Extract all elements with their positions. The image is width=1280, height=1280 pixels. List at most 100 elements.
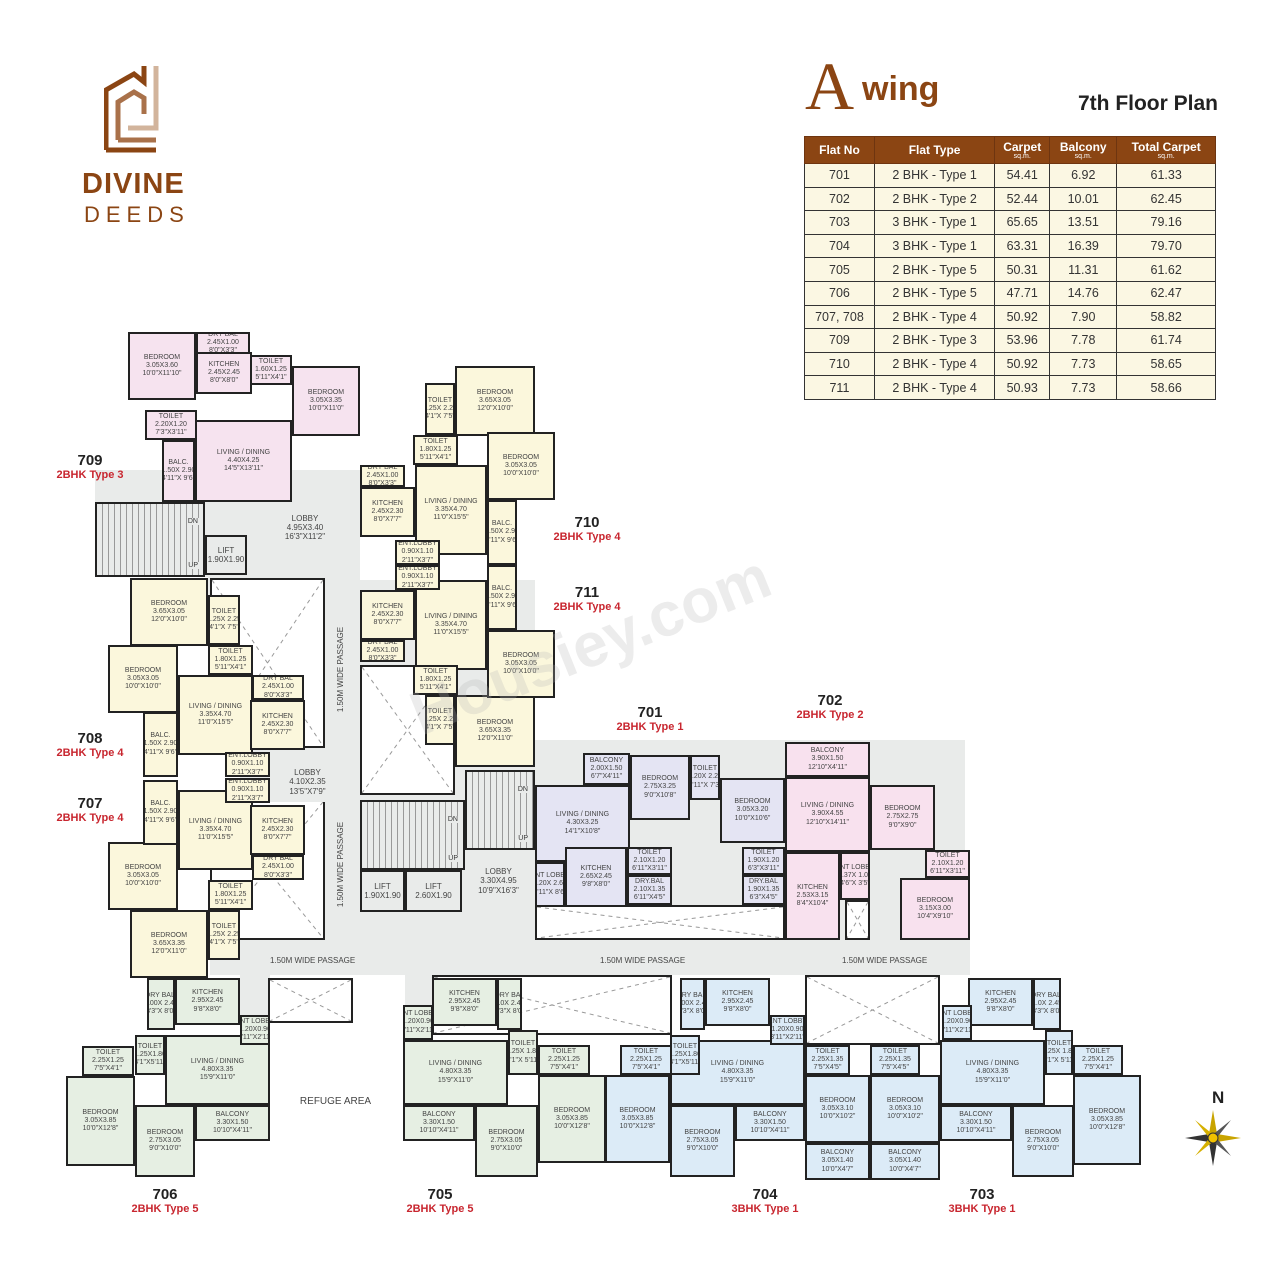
room-imperial-size: 3'3"X 8'0" — [498, 1008, 522, 1016]
passage-label: 1.50M WIDE PASSAGE — [336, 626, 346, 713]
room-name: TOILET — [1046, 1040, 1072, 1048]
room-metric-size: 2.45X2.30 — [371, 610, 404, 618]
room-imperial-size: 10'0"X12'8" — [82, 1125, 119, 1133]
room-imperial-size: 4'1"X 5'11" — [508, 1056, 538, 1064]
table-cell: 2 BHK - Type 4 — [873, 304, 996, 330]
room-imperial-size: 9'0"X10'0" — [686, 1145, 719, 1153]
room-name: BEDROOM — [488, 1128, 525, 1136]
room-name: BEDROOM — [150, 931, 188, 939]
room-name: DRY BAL — [208, 332, 238, 338]
room-name: BALC. — [491, 520, 513, 528]
room-imperial-size: 2'11"X3'7" — [401, 556, 434, 564]
room-imperial-size: 10'10"X4'11" — [956, 1127, 996, 1135]
room-imperial-size: 8'0"X7'7" — [263, 834, 292, 842]
room-imperial-size: 4'11"X 9'6" — [487, 601, 517, 609]
table-cell: 3 BHK - Type 1 — [873, 233, 996, 259]
room-name: TOILET — [427, 396, 453, 404]
table-cell: 704 — [804, 233, 875, 259]
room-name: DRY BAL — [367, 640, 398, 646]
room-imperial-size: 12'0"X11'0" — [151, 948, 187, 956]
table-cell: 2 BHK - Type 4 — [873, 351, 996, 377]
room-name: KITCHEN — [449, 989, 480, 997]
table-cell: 7.78 — [1049, 328, 1118, 353]
room-name: DRY.BAL — [749, 877, 778, 885]
room-metric-size: 1.25X 2.25 — [426, 404, 454, 412]
room-name: BALC. — [168, 458, 189, 466]
room-name: BEDROOM — [476, 718, 514, 726]
room-name: LIFT — [374, 881, 391, 891]
room-metric-size: 1.90X1.90 — [207, 555, 245, 564]
room-metric-size: 1.00X 2.45 — [681, 999, 703, 1007]
room-metric-size: 3.65X3.35 — [153, 939, 185, 947]
table-cell: 705 — [804, 257, 875, 282]
room-name: ENT LOBBY — [535, 872, 565, 880]
room-name: TOILET — [551, 1047, 577, 1055]
room-name: BEDROOM — [82, 1108, 119, 1116]
unit-number: 701 — [637, 704, 663, 721]
room-name: KITCHEN — [985, 989, 1016, 997]
room-imperial-size: 5'11"X4'1" — [214, 899, 247, 907]
room-imperial-size: 7'5"X4'1" — [1084, 1064, 1112, 1072]
table-cell: 61.33 — [1116, 163, 1216, 188]
room-metric-size: 1.50X 2.90 — [488, 593, 516, 601]
room-imperial-size: 12'0"X10'0" — [151, 616, 187, 624]
table-cell: 7.73 — [1049, 351, 1118, 377]
room-name: TOILET — [211, 607, 237, 615]
room-name: ENT LOBBY — [942, 1010, 972, 1018]
room-metric-size: 3.05X1.40 — [821, 1157, 854, 1165]
room-name: TOILET — [423, 437, 448, 445]
room-imperial-size: 4'11"X 9'6" — [162, 475, 195, 483]
room-metric-size: 1.25X1.80 — [670, 1050, 700, 1058]
stair-down-label: DN — [446, 816, 459, 823]
column-header-unit: sq.m. — [1157, 152, 1175, 160]
unit-type: 3BHK Type 1 — [731, 1203, 799, 1215]
stair-up-label: UP — [517, 835, 529, 842]
room-imperial-size: 4'1"X 7'5" — [209, 939, 239, 947]
room-name: BEDROOM — [553, 1106, 591, 1114]
table-cell: 50.93 — [994, 375, 1051, 400]
room-metric-size: 4.80X3.35 — [976, 1068, 1009, 1076]
room-metric-size: 3.30X4.95 — [480, 876, 517, 886]
room-metric-size: 2.10X1.20 — [633, 856, 666, 864]
table-cell: 61.74 — [1116, 328, 1216, 353]
room-imperial-size: 4'11"X 9'6" — [143, 816, 178, 824]
room-imperial-size: 6'7"X4'11" — [590, 773, 623, 781]
room-metric-size: 1.90X1.90 — [364, 891, 401, 900]
room-name: KITCHEN — [262, 817, 293, 825]
room-imperial-size: 8'0"X7'7" — [373, 619, 402, 627]
room-metric-size: 3.15X3.00 — [919, 904, 951, 912]
room-metric-size: 4.80X3.35 — [721, 1068, 754, 1076]
room-imperial-size: 11'0"X15'5" — [433, 514, 469, 522]
room-name: ENT.LOBBY — [228, 778, 267, 786]
room-name: ENT LOBBY — [240, 1017, 270, 1025]
room-metric-size: 2.95X2.45 — [984, 997, 1017, 1005]
